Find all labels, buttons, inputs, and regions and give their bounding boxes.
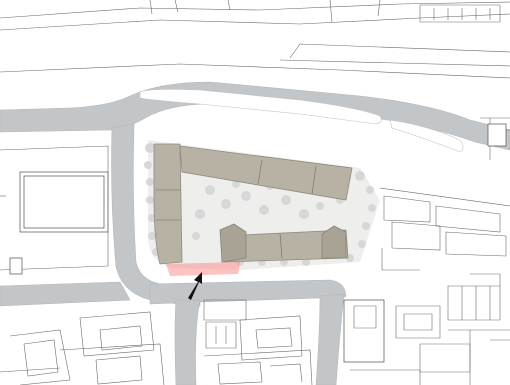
- northern-parcels: [0, 0, 510, 79]
- southern-buildings: [0, 299, 313, 385]
- project-site: [144, 140, 380, 276]
- site-building-north-wing: [179, 145, 353, 201]
- site-building-west-wing: [153, 143, 183, 265]
- eastern-buildings: [343, 117, 510, 385]
- western-buildings: [0, 145, 109, 275]
- entrance-arrow-icon: [188, 272, 202, 300]
- site-building-gable-west: [219, 223, 247, 263]
- entrance-highlight: [166, 262, 240, 276]
- road-network: [0, 81, 510, 385]
- site-building-gable-east: [321, 225, 347, 259]
